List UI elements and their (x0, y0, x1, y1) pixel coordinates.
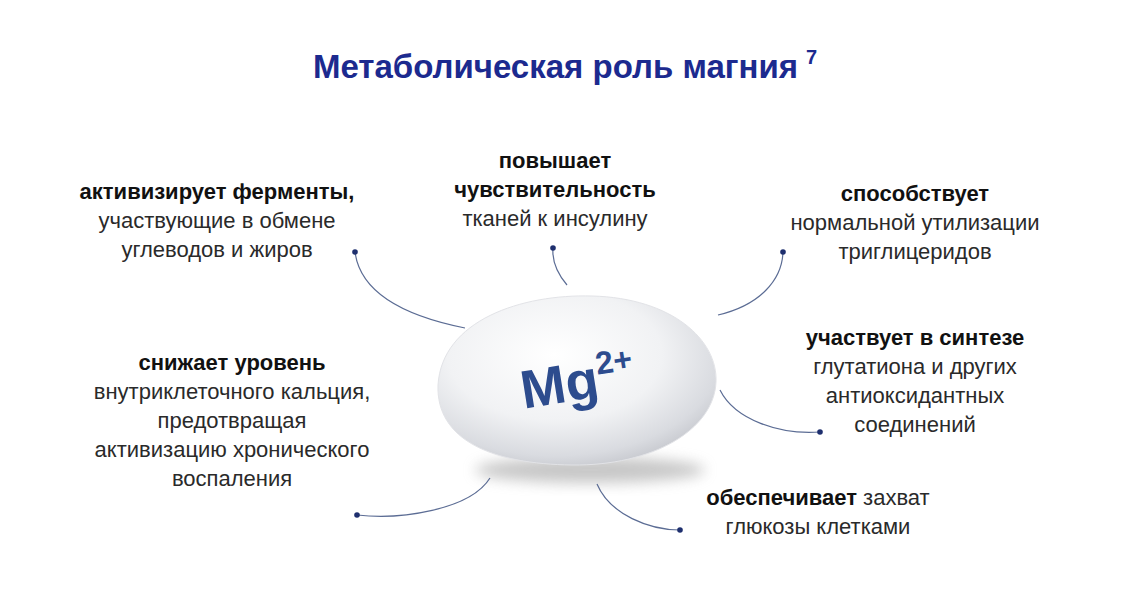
callout-heading: снижает уровень (82, 348, 382, 377)
callout-heading: способствует (775, 179, 1055, 208)
footnote-number: 7 (806, 46, 817, 68)
pill-outline (438, 296, 716, 465)
callout-text: внутриклеточного кальция, предотвращая а… (93, 377, 371, 493)
callout-text: нормальной утилизации триглицеридов (765, 208, 1065, 266)
ion-charge: 2+ (593, 340, 635, 381)
leader-dot (780, 249, 786, 255)
leader-dot (354, 512, 360, 518)
callout-heading: участвует в синтезе (775, 323, 1055, 352)
leader-line (720, 390, 820, 432)
leader-dot (677, 527, 683, 533)
leader-dot (817, 429, 823, 435)
title-text: Метаболическая роль магния (313, 48, 798, 85)
element-name: Mg (516, 348, 602, 419)
leader-dot (550, 245, 556, 251)
callout-text: глутатиона и других антиоксидантных соед… (798, 352, 1033, 439)
leader-line (357, 478, 490, 516)
magnesium-pill: Mg2+ (432, 290, 722, 470)
leader-line (718, 252, 783, 315)
element-symbol: Mg2+ (516, 340, 639, 420)
diagram-title: Метаболическая роль магния 7 (0, 46, 1130, 86)
callout-heading: обеспечивает (706, 485, 857, 510)
leader-line (355, 252, 465, 328)
pill-label-area: Mg2+ (432, 290, 722, 470)
callout-text: тканей к инсулину (415, 204, 695, 233)
leader-line (553, 248, 567, 285)
callout-block: обеспечиваетзахват глюкозы клетками (683, 483, 953, 541)
callout-text: участвующие в обмене углеводов и жиров (87, 206, 347, 264)
leader-dot (352, 249, 358, 255)
leader-line (597, 484, 680, 530)
callout-heading: повышает чувствительность (440, 146, 670, 204)
callout-heading: активизирует ферменты, (52, 177, 382, 206)
